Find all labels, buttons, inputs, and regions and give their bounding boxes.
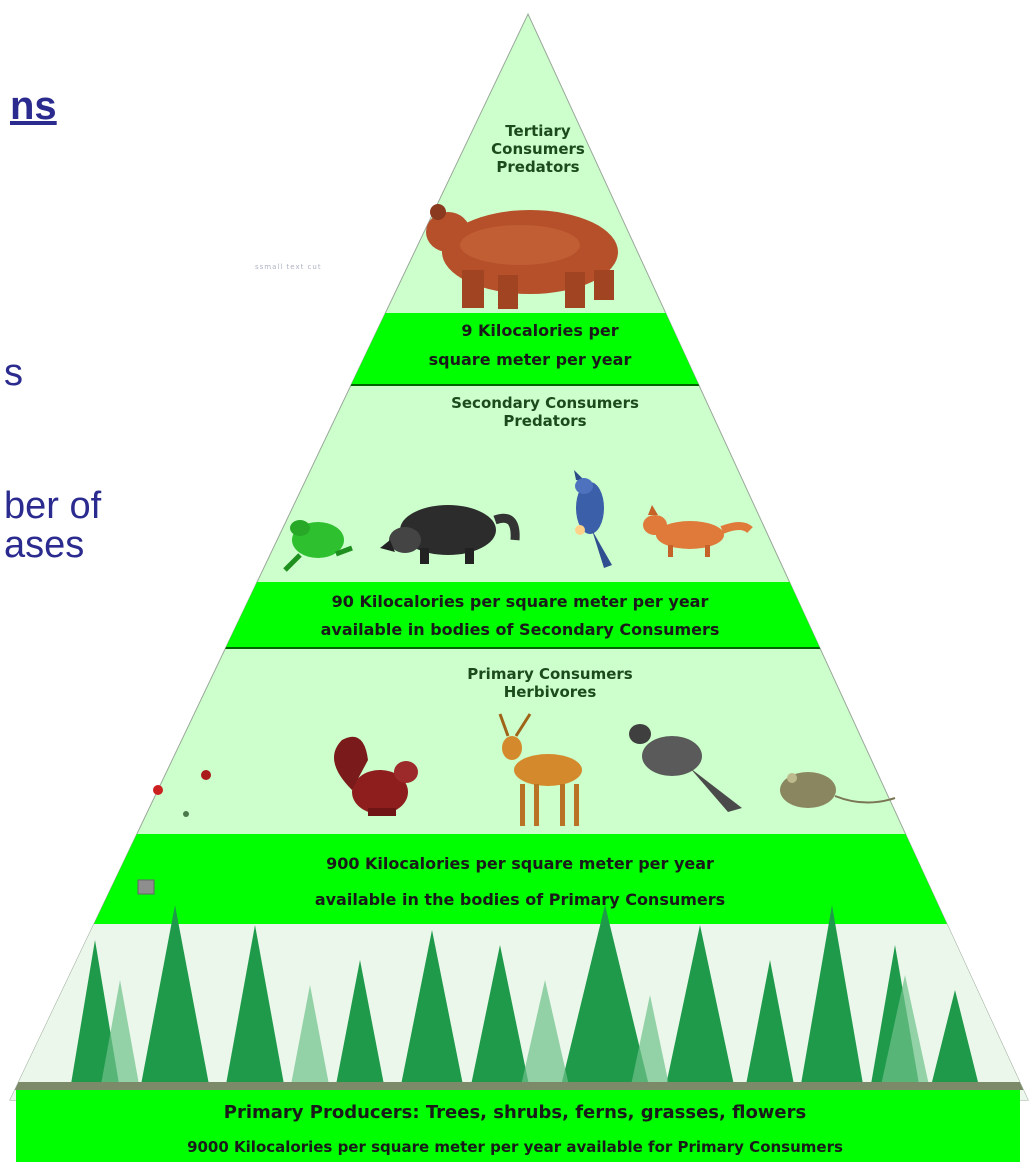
frog-icon — [283, 520, 353, 572]
mouse-icon — [780, 772, 896, 808]
marker-square — [137, 879, 155, 895]
fox-icon — [643, 505, 753, 557]
slide-text-fragment-2: ber of — [4, 485, 102, 527]
producer-level-title: Primary Producers: Trees, shrubs, ferns,… — [223, 1102, 807, 1123]
bird-icon — [629, 724, 742, 812]
faint-caption: ssmall text cut — [255, 263, 322, 271]
primary-energy-line-2: available in the bodies of Primary Consu… — [314, 890, 726, 909]
deer-icon — [498, 713, 582, 826]
producer-energy-band — [16, 1090, 1020, 1162]
tertiary-energy-line-2: square meter per year — [428, 350, 632, 369]
raccoon-icon — [380, 505, 520, 564]
secondary-energy-line-1: 90 Kilocalories per square meter per yea… — [331, 592, 709, 611]
slide-heading-fragment: ns — [10, 84, 57, 128]
bear-icon — [426, 204, 618, 309]
primary-level-title: Primary Consumers Herbivores — [467, 665, 633, 701]
primary-energy-band — [10, 834, 1028, 924]
primary-energy-line-1: 900 Kilocalories per square meter per ye… — [326, 854, 714, 873]
tertiary-level-title: Tertiary Consumers Predators — [491, 122, 585, 176]
slide-text-fragment-3: ases — [4, 524, 85, 566]
squirrel-icon — [334, 736, 418, 816]
pine-tree-icon — [10, 905, 1028, 1090]
slide-text-fragment-1: s — [4, 352, 23, 394]
blue-jay-icon — [574, 470, 612, 568]
insects-icon — [153, 770, 211, 817]
secondary-energy-line-2: available in bodies of Secondary Consume… — [320, 620, 720, 639]
tertiary-energy-line-1: 9 Kilocalories per — [461, 321, 619, 340]
secondary-level-title: Secondary Consumers Predators — [451, 394, 639, 430]
producer-energy-line: 9000 Kilocalories per square meter per y… — [187, 1138, 843, 1156]
